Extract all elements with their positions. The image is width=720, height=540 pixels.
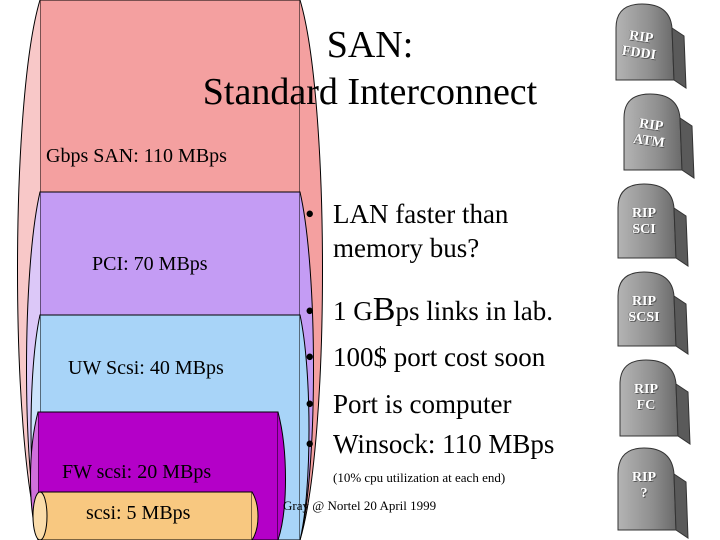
- bullet-symbol: •: [305, 429, 315, 459]
- tombstone-atm-icon: [623, 93, 695, 179]
- bullet-continuation: memory bus?: [333, 233, 480, 263]
- tombstone-rip: RIP: [631, 206, 657, 221]
- page-title: SAN: Standard Interconnect: [150, 22, 590, 116]
- bullet-symbol: •: [305, 296, 315, 326]
- tombstone-sci-icon: [617, 183, 689, 267]
- tombstone-rip: RIP: [631, 470, 657, 485]
- tombstone-label: RIP FC: [611, 382, 681, 414]
- tombstone-label: RIP ?: [609, 470, 679, 502]
- tombstone-unknown-icon: [617, 447, 689, 539]
- bullet-symbol: •: [305, 389, 315, 419]
- tombstone-fc-icon: [619, 359, 691, 445]
- bullet-text: Port is computer: [333, 389, 512, 419]
- tombstone-rip: RIP: [631, 294, 657, 309]
- bullet-text-big: B: [372, 291, 396, 328]
- tombstone-name: SCI: [632, 222, 656, 237]
- bullet-text: LAN faster than: [333, 199, 509, 229]
- bullet-symbol: •: [305, 342, 315, 372]
- pipe-label-scsi: scsi: 5 MBps: [86, 502, 191, 524]
- tombstone-name: ?: [640, 486, 648, 501]
- tombstone-rip: RIP: [633, 382, 659, 397]
- bullet-item: • Port is computer: [305, 388, 511, 420]
- bullet-item: • 1 GBps links in lab.: [305, 291, 553, 328]
- pipe-label-fw-scsi: FW scsi: 20 MBps: [62, 461, 212, 483]
- cpu-note: (10% cpu utilization at each end): [333, 470, 506, 485]
- bullet-text-post: ps links in lab.: [395, 296, 553, 326]
- tombstones: [615, 3, 695, 539]
- bullet-text-pre: 1 G: [333, 296, 373, 326]
- bullet-symbol: •: [305, 199, 315, 229]
- title-line-2: Standard Interconnect: [202, 71, 538, 113]
- tombstone-fddi-icon: [615, 3, 687, 89]
- footer-credit: Gray @ Nortel 20 April 1999: [283, 498, 437, 513]
- pipe-label-uw-scsi: UW Scsi: 40 MBps: [68, 357, 224, 379]
- bullet-item: • Winsock: 110 MBps: [305, 428, 554, 460]
- tombstone-scsi-icon: [617, 271, 689, 355]
- pipe-label-pci: PCI: 70 MBps: [92, 253, 208, 275]
- pipe-scsi: [32, 491, 259, 540]
- tombstone-name: FC: [636, 398, 656, 413]
- bullet-text: 100$ port cost soon: [333, 342, 546, 372]
- bullet-item: • 100$ port cost soon: [305, 341, 545, 373]
- bullet-item: • LAN faster than: [305, 198, 508, 230]
- bullet-text: Winsock: 110 MBps: [333, 429, 555, 459]
- title-line-1: SAN:: [326, 24, 414, 66]
- tombstone-label: RIP SCI: [609, 206, 679, 238]
- pipe-label-gbps-san: Gbps SAN: 110 MBps: [46, 145, 227, 167]
- tombstone-label: RIP SCSI: [609, 294, 679, 326]
- tombstone-name: SCSI: [628, 310, 660, 325]
